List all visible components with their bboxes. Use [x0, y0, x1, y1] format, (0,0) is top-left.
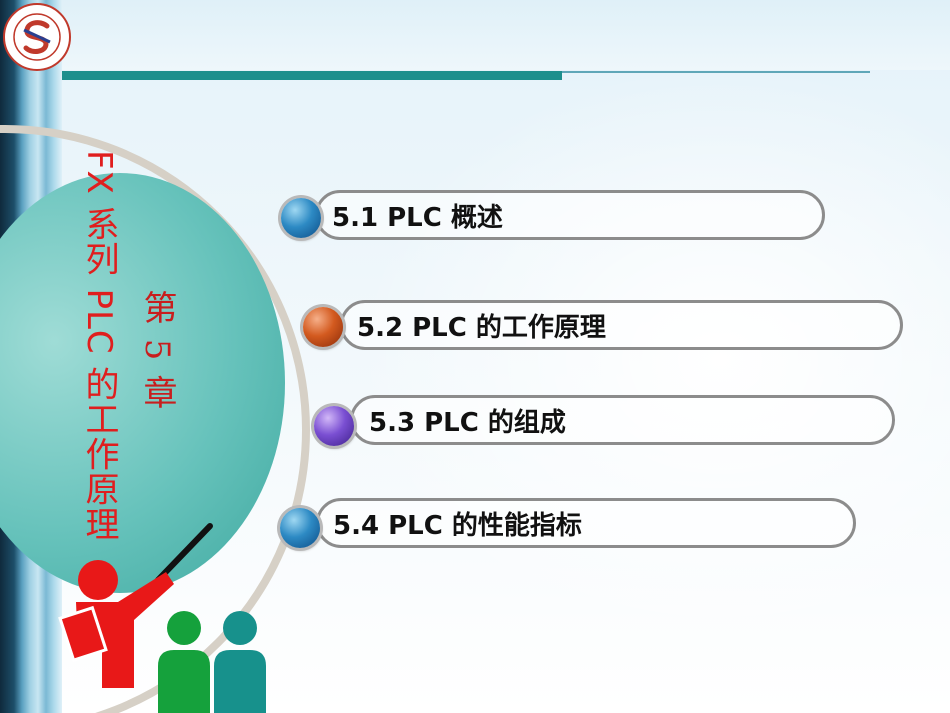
toc-item-4[interactable]: 5.4 PLC 的性能指标: [316, 498, 856, 548]
toc-item-label: 5.4 PLC 的性能指标: [333, 510, 582, 541]
toc-item-label: 5.3 PLC 的组成: [369, 407, 566, 438]
toc-item-label: 5.1 PLC 概述: [332, 202, 503, 233]
toc-item-3[interactable]: 5.3 PLC 的组成: [350, 395, 895, 445]
blue-bullet-icon: [281, 198, 321, 238]
purple-bullet-icon: [314, 406, 354, 446]
toc-item-2[interactable]: 5.2 PLC 的工作原理: [340, 300, 903, 350]
audience-icon: [158, 611, 266, 713]
header-band: [0, 0, 950, 70]
top-accent-line: [562, 71, 870, 73]
university-logo-icon: [2, 2, 72, 72]
toc-item-label: 5.2 PLC 的工作原理: [357, 312, 606, 343]
presenter-icon: [58, 520, 278, 713]
top-accent-bar: [62, 71, 562, 80]
chapter-label: 第 5 章: [137, 290, 177, 412]
orange-bullet-icon: [303, 307, 343, 347]
slide-title: FX 系列 PLC 的工作原理: [79, 150, 119, 542]
blue-bullet-icon: [280, 508, 320, 548]
toc-item-1[interactable]: 5.1 PLC 概述: [315, 190, 825, 240]
chapter-disc: [0, 173, 285, 593]
